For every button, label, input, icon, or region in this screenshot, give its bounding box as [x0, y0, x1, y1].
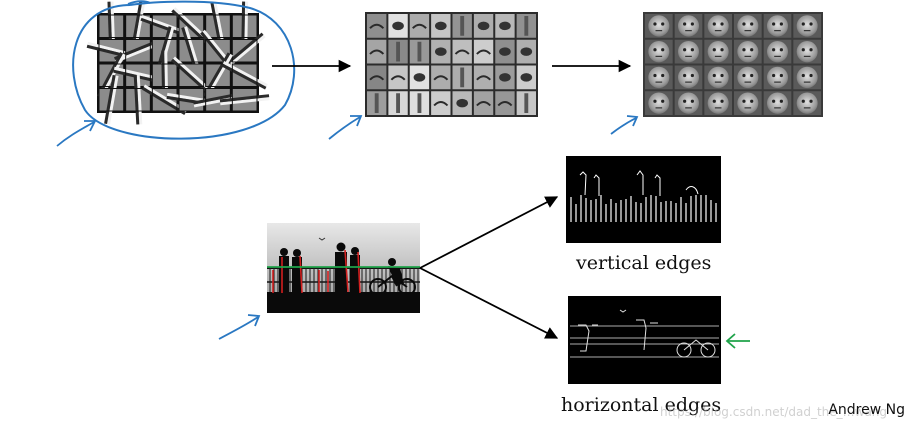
face-part-tile: [516, 91, 536, 115]
vertical-edge-silhouettes: [579, 170, 699, 196]
hand-drawn-circle: [72, 0, 296, 140]
pen-arrow-3: [610, 115, 639, 135]
face-tile: [704, 91, 732, 115]
face-part-tile: [495, 14, 515, 38]
face-part-tile: [409, 65, 430, 90]
filters-grid: [86, 1, 270, 125]
filter-tile: [205, 1, 231, 52]
face-part-tile: [473, 91, 494, 115]
filter-tile: [98, 1, 125, 52]
face-tile: [645, 91, 673, 115]
face-part-tile: [495, 91, 515, 115]
face-tile: [674, 14, 703, 38]
faces-grid: [645, 14, 821, 115]
face-part-tile: [431, 65, 451, 90]
face-tile: [793, 39, 821, 64]
bird: [318, 237, 326, 241]
face-part-tile: [388, 14, 408, 38]
face-part-tile: [409, 39, 430, 64]
face-part-tile: [367, 65, 387, 90]
face-part-tile: [409, 14, 430, 38]
face-part-tile: [367, 14, 387, 38]
hand-drawn-mark: [127, 0, 151, 5]
face-part-tile: [452, 39, 472, 64]
face-part-tile: [516, 14, 536, 38]
filter-tile: [178, 26, 205, 76]
face-part-tile: [473, 65, 494, 90]
face-tile: [763, 65, 792, 90]
red-marker-lines: [272, 249, 361, 294]
filter-tile: [193, 88, 243, 112]
face-tile: [704, 65, 732, 90]
face-tile: [734, 14, 762, 38]
face-tile: [734, 65, 762, 90]
face-part-tile: [388, 65, 408, 90]
face-tile: [763, 14, 792, 38]
face-tile: [674, 39, 703, 64]
filter-tile: [219, 88, 270, 112]
face-parts-panel: [365, 12, 538, 117]
face-part-tile: [452, 91, 472, 115]
face-tile: [763, 39, 792, 64]
arrow-to-vertical: [419, 196, 559, 269]
filter-tile: [125, 74, 151, 125]
arrow-to-horizontal: [419, 267, 559, 339]
face-part-tile: [495, 65, 515, 90]
face-tile: [674, 91, 703, 115]
horizontal-edge-silhouettes: [578, 309, 716, 358]
face-tile: [734, 91, 762, 115]
faces-panel: [643, 12, 823, 117]
face-part-tile: [495, 39, 515, 64]
face-tile: [793, 91, 821, 115]
filter-tile: [221, 61, 268, 90]
people-silhouettes: [279, 242, 404, 293]
face-part-tile: [473, 39, 494, 64]
face-part-tile: [452, 65, 472, 90]
pen-arrow-2: [328, 115, 363, 140]
filter-tile: [114, 38, 162, 63]
author-label: Andrew Ng: [828, 402, 905, 418]
face-tile: [734, 39, 762, 64]
face-part-tile: [388, 39, 408, 64]
vertical-edges-image: [566, 156, 721, 243]
edge-filters-panel: [86, 1, 270, 125]
filter-tile: [231, 1, 258, 51]
face-tile: [645, 39, 673, 64]
face-part-tile: [431, 91, 451, 115]
pen-arrow-4: [218, 314, 261, 340]
face-part-tile: [367, 91, 387, 115]
face-part-tile: [409, 91, 430, 115]
face-tile: [645, 65, 673, 90]
face-tile: [704, 14, 732, 38]
filter-tile: [223, 32, 266, 69]
filter-tile: [98, 74, 125, 125]
vertical-edges-caption: vertical edges: [576, 252, 712, 274]
face-part-tile: [516, 39, 536, 64]
face-tile: [793, 65, 821, 90]
horizontal-edges-image: [568, 296, 721, 384]
face-tile: [704, 39, 732, 64]
face-tile: [793, 14, 821, 38]
face-part-tile: [367, 39, 387, 64]
watermark: https://blog.csdn.net/dad_the_…wang: [660, 405, 888, 419]
face-tile: [645, 14, 673, 38]
bicycle: [369, 274, 416, 296]
face-tile: [763, 91, 792, 115]
horizontal-edges-caption: horizontal edges: [561, 394, 722, 416]
face-tile: [674, 65, 703, 90]
face-part-tile: [388, 91, 408, 115]
face-part-tile: [452, 14, 472, 38]
filter-tile: [151, 50, 178, 100]
face-part-tile: [431, 14, 451, 38]
face-part-tile: [516, 65, 536, 90]
pen-arrow-1: [56, 120, 97, 147]
arrow-left-icon: [725, 333, 750, 349]
face-part-tile: [431, 39, 451, 64]
face-part-tile: [473, 14, 494, 38]
original-photo: [267, 223, 420, 313]
parts-grid: [367, 14, 536, 115]
filter-tile: [170, 56, 212, 94]
